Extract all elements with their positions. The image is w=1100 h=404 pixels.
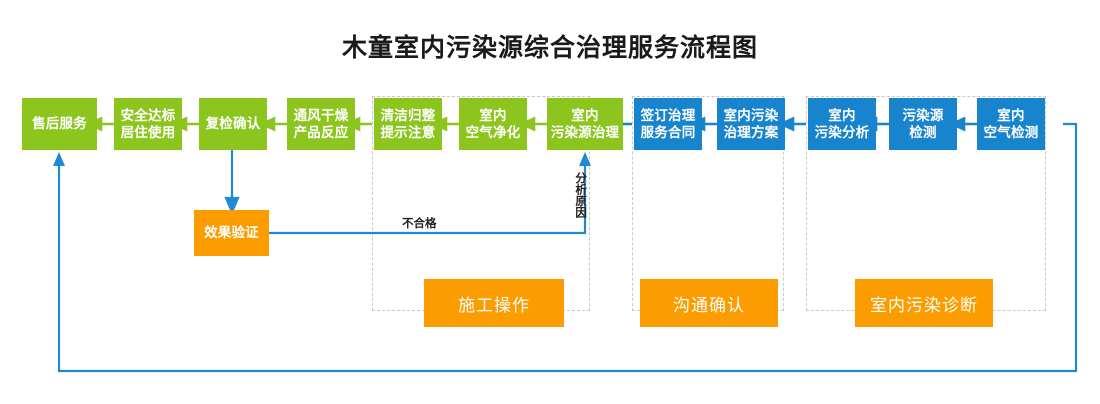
- section-label-communication-confirmation: 沟通确认: [640, 279, 778, 327]
- node-line: 检测: [909, 125, 937, 140]
- node-line: 室内: [828, 107, 856, 123]
- node-effect-verification[interactable]: 效果验证: [194, 210, 269, 256]
- node-line: 服务合同: [640, 125, 696, 140]
- node-safe-standard-living-use[interactable]: 安全达标 居住使用: [114, 98, 182, 150]
- node-indoor-air-purification[interactable]: 室内 空气净化: [459, 98, 527, 150]
- node-ventilation-drying-product-reaction[interactable]: 通风干燥 产品反应: [287, 98, 355, 150]
- section-label-indoor-pollution-diagnosis: 室内污染诊断: [855, 279, 993, 327]
- node-line: 污染源: [902, 107, 944, 123]
- node-after-sales-service[interactable]: 售后服务: [22, 98, 97, 150]
- node-line: 污染源治理: [550, 125, 620, 140]
- node-indoor-pollution-treatment-plan[interactable]: 室内污染 治理方案: [717, 98, 785, 150]
- node-indoor-pollution-analysis[interactable]: 室内 污染分析: [808, 98, 876, 150]
- edge-label-analyze-cause: 分析原因: [574, 172, 587, 218]
- node-line: 安全达标: [120, 107, 176, 123]
- node-line: 室内: [571, 107, 599, 123]
- node-line: 居住使用: [120, 125, 176, 140]
- node-line: 清洁归整: [380, 107, 436, 123]
- section-label-construction-operation: 施工操作: [424, 279, 564, 327]
- node-recheck-confirm[interactable]: 复检确认: [199, 98, 267, 150]
- node-line: 复检确认: [205, 116, 261, 132]
- node-line: 治理方案: [723, 125, 779, 140]
- node-line: 售后服务: [32, 116, 87, 132]
- section-label-text: 施工操作: [458, 295, 530, 315]
- node-line: 产品反应: [293, 125, 349, 140]
- edge-label-unqualified: 不合格: [402, 218, 437, 230]
- node-line: 空气检测: [983, 125, 1039, 140]
- node-line: 提示注意: [380, 125, 436, 140]
- node-line: 室内污染: [723, 107, 779, 123]
- node-sign-treatment-service-contract[interactable]: 签订治理 服务合同: [634, 98, 702, 150]
- node-line: 室内: [997, 107, 1025, 123]
- node-line: 污染分析: [814, 125, 870, 140]
- section-label-text: 室内污染诊断: [870, 295, 978, 315]
- page-title: 木童室内污染源综合治理服务流程图: [341, 34, 758, 62]
- node-line: 空气净化: [465, 125, 521, 140]
- node-cleanup-tidy-reminder[interactable]: 清洁归整 提示注意: [374, 98, 442, 150]
- node-indoor-pollution-source-treatment[interactable]: 室内 污染源治理: [547, 98, 623, 150]
- node-line: 效果验证: [204, 225, 259, 241]
- node-line: 签订治理: [640, 107, 696, 123]
- node-indoor-air-detection[interactable]: 室内 空气检测: [977, 98, 1045, 150]
- node-line: 通风干燥: [293, 107, 349, 123]
- section-label-text: 沟通确认: [673, 295, 745, 315]
- node-line: 室内: [479, 107, 507, 123]
- node-pollution-source-detection[interactable]: 污染源 检测: [889, 98, 957, 150]
